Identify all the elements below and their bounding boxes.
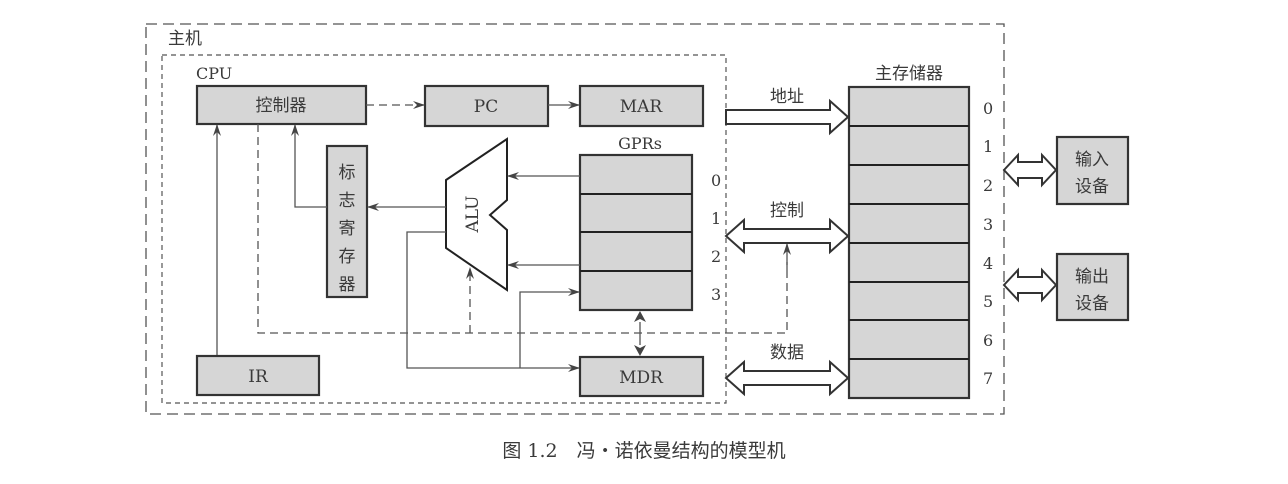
alu-label: ALU <box>463 196 483 234</box>
gpr-indices: 0 1 2 3 <box>711 171 721 304</box>
memory-index: 3 <box>983 215 993 234</box>
ir-box: IR <box>195 354 321 397</box>
data-bus-label: 数据 <box>770 343 804 363</box>
flag-register-char: 志 <box>339 191 356 211</box>
gprs-label: GPRs <box>618 134 662 153</box>
cpu-label: CPU <box>196 64 232 83</box>
mdr-label: MDR <box>619 368 664 388</box>
alu-to-gpr3-arrow <box>519 288 580 368</box>
input-device-label-line1: 输入 <box>1075 150 1109 170</box>
memory-index: 5 <box>983 292 993 311</box>
host-label: 主机 <box>168 29 202 49</box>
output-device-bus-arrow <box>1002 267 1058 303</box>
alu-unit: ALU <box>445 137 508 292</box>
memory-index: 2 <box>983 176 993 195</box>
memory-index: 6 <box>983 331 993 350</box>
controller-label: 控制器 <box>256 96 307 116</box>
data-bus-arrow <box>724 359 850 397</box>
memory-index: 4 <box>983 254 993 273</box>
cpu-frame <box>161 54 727 404</box>
controller-box: 控制器 <box>195 84 368 126</box>
pc-box: PC <box>423 84 550 128</box>
flag-register-char: 器 <box>339 275 356 295</box>
control-signal-line <box>257 124 788 334</box>
flag-to-controller-arrow <box>291 124 327 208</box>
gpr-index: 1 <box>711 209 721 228</box>
address-bus-label: 地址 <box>770 87 804 107</box>
memory-index: 1 <box>983 137 993 156</box>
flag-register-char: 寄 <box>339 219 356 239</box>
output-device-label-line2: 设备 <box>1075 294 1109 314</box>
gprs-block <box>578 153 694 312</box>
flag-register-char: 标 <box>339 163 356 183</box>
mar-box: MAR <box>578 84 705 128</box>
pc-label: PC <box>474 97 498 117</box>
input-device-bus-arrow <box>1002 152 1058 188</box>
control-bus-label: 控制 <box>770 201 804 221</box>
main-memory-block <box>847 85 971 400</box>
memory-indices: 0 1 2 3 4 5 6 7 <box>983 99 993 388</box>
input-device-label-line2: 设备 <box>1075 177 1109 197</box>
flag-register-box: 标 志 寄 存 器 <box>325 144 369 299</box>
gpr-index: 3 <box>711 285 721 304</box>
address-bus-arrow <box>725 98 850 136</box>
output-device-box: 输出 设备 <box>1055 252 1130 322</box>
gpr-index: 0 <box>711 171 721 190</box>
flag-register-char: 存 <box>339 247 356 267</box>
gpr-index: 2 <box>711 247 721 266</box>
memory-index: 0 <box>983 99 993 118</box>
mar-label: MAR <box>620 97 664 117</box>
memory-index: 7 <box>983 369 993 388</box>
mdr-box: MDR <box>578 355 705 398</box>
alu-output-line <box>406 231 580 372</box>
ir-label: IR <box>248 367 269 387</box>
figure-caption: 图 1.2 冯・诺依曼结构的模型机 <box>502 440 785 462</box>
output-device-label-line1: 输出 <box>1075 267 1109 287</box>
input-device-box: 输入 设备 <box>1055 135 1130 206</box>
memory-label: 主存储器 <box>875 64 943 84</box>
host-frame <box>145 23 1005 415</box>
